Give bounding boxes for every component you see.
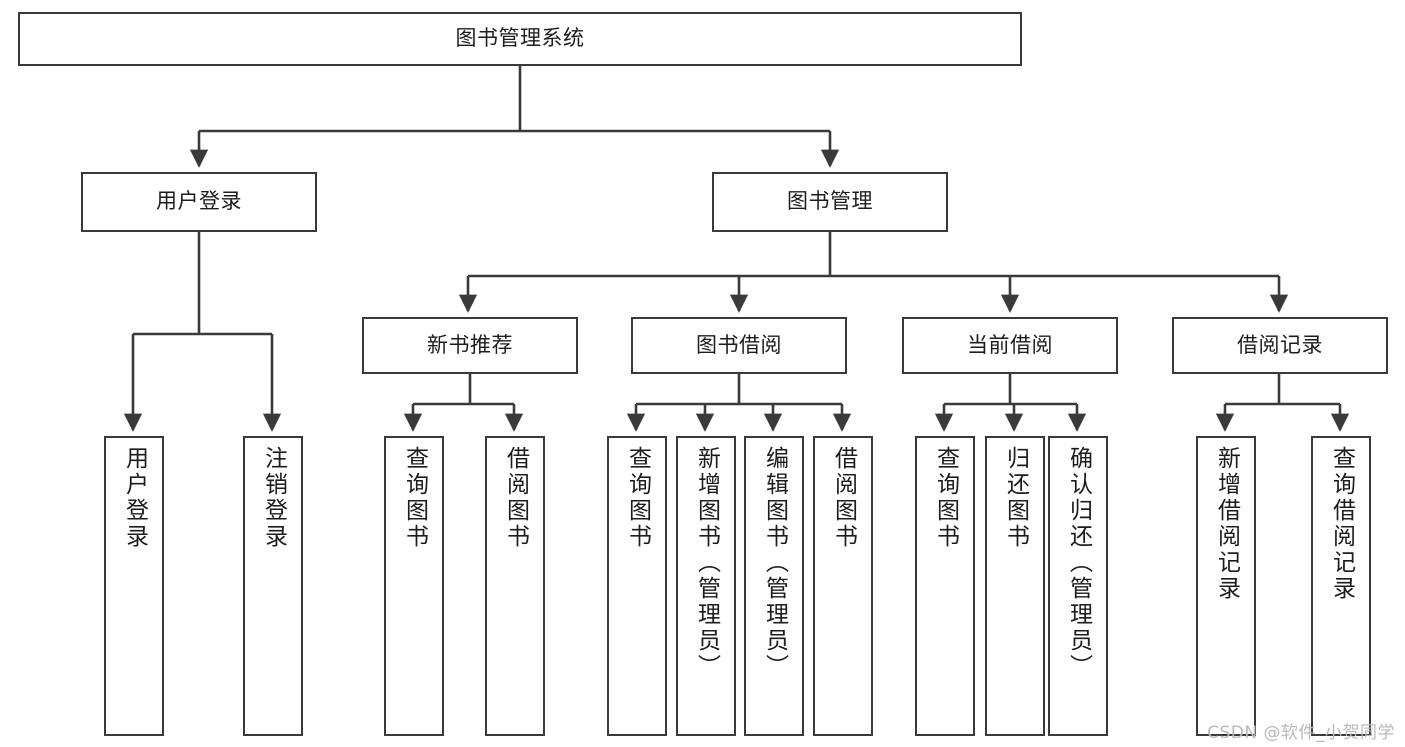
- node-label: 借阅记录: [1237, 332, 1323, 357]
- node-label: 用户登录: [121, 446, 148, 550]
- node-current-borrow[interactable]: 当前借阅: [902, 317, 1118, 374]
- node-book-borrow[interactable]: 图书借阅: [631, 317, 847, 374]
- leaf-record-query-record[interactable]: 查询借阅记录: [1311, 436, 1371, 736]
- node-new-book-recommend[interactable]: 新书推荐: [362, 317, 578, 374]
- node-book-management[interactable]: 图书管理: [712, 172, 948, 232]
- node-label: 查询图书: [401, 446, 428, 550]
- node-label: 借阅图书: [502, 446, 529, 550]
- node-user-login[interactable]: 用户登录: [81, 172, 317, 232]
- node-label: 查询图书: [932, 446, 959, 550]
- node-label: 新书推荐: [427, 332, 513, 357]
- node-label: 借阅图书: [830, 446, 857, 550]
- csdn-watermark: CSDN @软件_小贺同学: [1207, 723, 1395, 743]
- node-label: 图书管理系统: [455, 26, 585, 51]
- leaf-current-confirm-return-admin[interactable]: 确认归还（管理员）: [1048, 436, 1108, 736]
- node-label: 确认归还（管理员）: [1065, 446, 1092, 680]
- node-label: 新增借阅记录: [1213, 446, 1240, 602]
- leaf-borrow-edit-book-admin[interactable]: 编辑图书（管理员）: [744, 436, 804, 736]
- leaf-current-query-book[interactable]: 查询图书: [915, 436, 975, 736]
- node-root-system[interactable]: 图书管理系统: [18, 12, 1022, 66]
- node-label: 编辑图书（管理员）: [761, 446, 788, 680]
- node-label: 新增图书（管理员）: [693, 446, 720, 680]
- node-label: 查询图书: [624, 446, 651, 550]
- leaf-user-login-login[interactable]: 用户登录: [104, 436, 164, 736]
- leaf-borrow-query-book[interactable]: 查询图书: [607, 436, 667, 736]
- leaf-record-add-record[interactable]: 新增借阅记录: [1196, 436, 1256, 736]
- leaf-borrow-add-book-admin[interactable]: 新增图书（管理员）: [676, 436, 736, 736]
- leaf-recommend-query-book[interactable]: 查询图书: [384, 436, 444, 736]
- node-label: 查询借阅记录: [1328, 446, 1355, 602]
- node-label: 图书管理: [787, 189, 873, 214]
- node-borrow-record[interactable]: 借阅记录: [1172, 317, 1388, 374]
- leaf-user-login-logout[interactable]: 注销登录: [243, 436, 303, 736]
- leaf-recommend-borrow-book[interactable]: 借阅图书: [485, 436, 545, 736]
- node-label: 注销登录: [260, 446, 287, 550]
- node-label: 用户登录: [156, 189, 242, 214]
- node-label: 归还图书: [1002, 446, 1029, 550]
- leaf-current-return-book[interactable]: 归还图书: [985, 436, 1045, 736]
- node-label: 当前借阅: [967, 332, 1053, 357]
- node-label: 图书借阅: [696, 332, 782, 357]
- leaf-borrow-borrow-book[interactable]: 借阅图书: [813, 436, 873, 736]
